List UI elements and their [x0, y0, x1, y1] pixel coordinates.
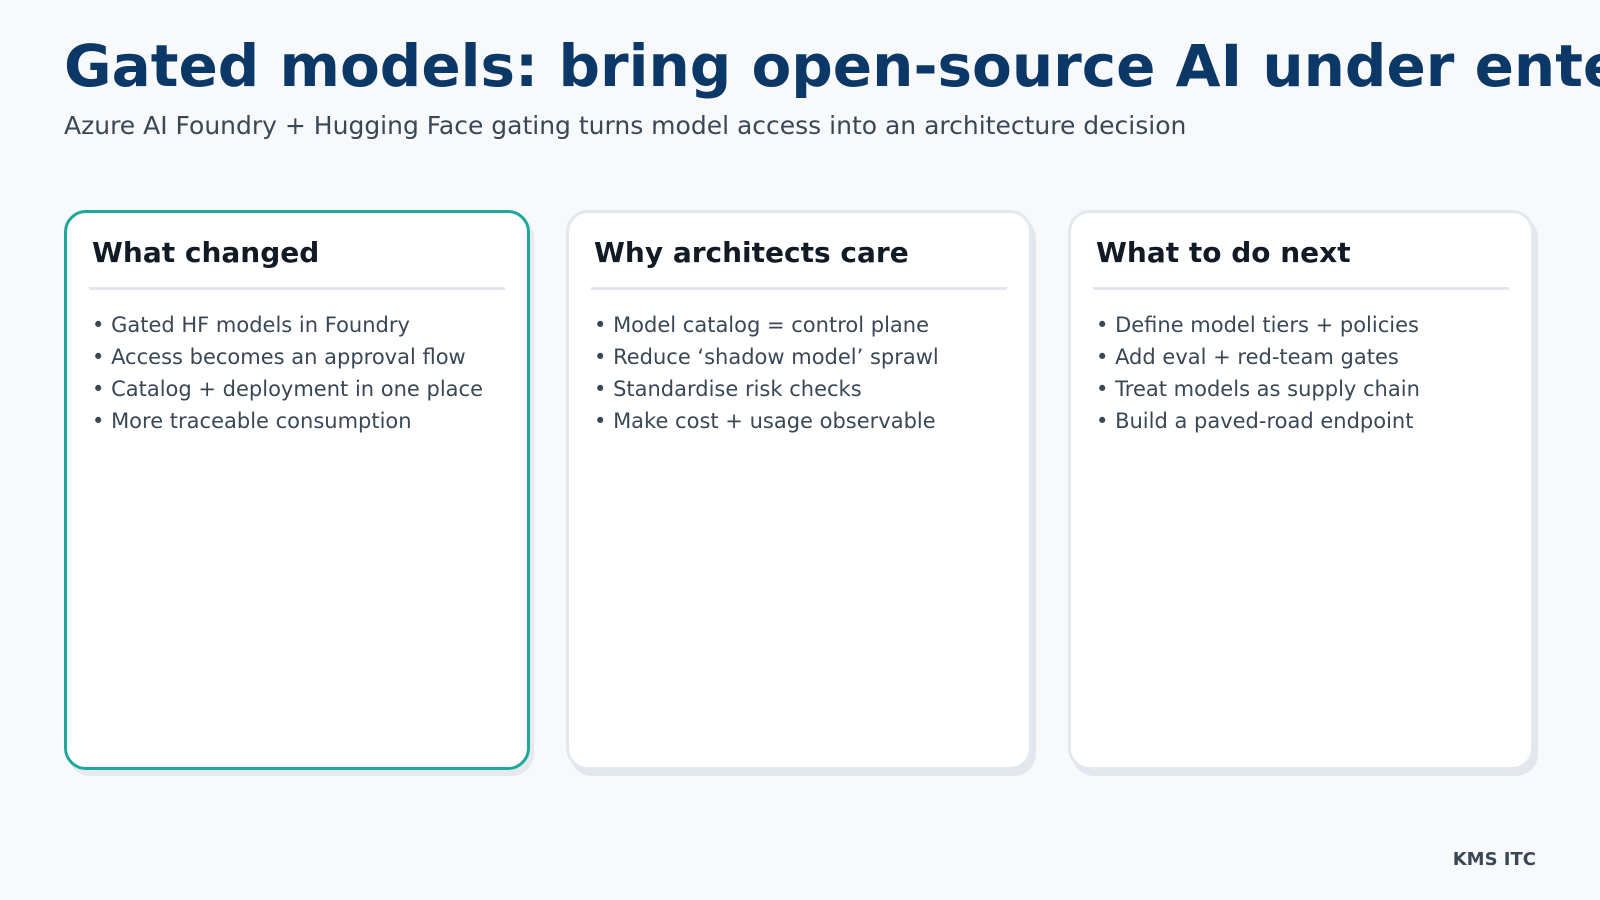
card-title: Why architects care — [594, 236, 909, 269]
list-item: Reduce ‘shadow model’ sprawl — [594, 341, 939, 373]
list-item: Build a paved-road endpoint — [1096, 405, 1420, 437]
card-bullet-list: Gated HF models in Foundry Access become… — [92, 309, 483, 437]
card-why-architects-care: Why architects care Model catalog = cont… — [566, 210, 1032, 770]
card-what-to-do-next: What to do next Define model tiers + pol… — [1068, 210, 1534, 770]
slide-title: Gated models: bring open-source AI under… — [64, 32, 1600, 100]
list-item: Catalog + deployment in one place — [92, 373, 483, 405]
list-item: Access becomes an approval flow — [92, 341, 483, 373]
card-divider — [591, 287, 1007, 290]
card-what-changed: What changed Gated HF models in Foundry … — [64, 210, 530, 770]
list-item: Standardise risk checks — [594, 373, 939, 405]
list-item: Gated HF models in Foundry — [92, 309, 483, 341]
card-divider — [89, 287, 505, 290]
card-title: What changed — [92, 236, 320, 269]
card-bullet-list: Define model tiers + policies Add eval +… — [1096, 309, 1420, 437]
slide-subtitle: Azure AI Foundry + Hugging Face gating t… — [64, 111, 1187, 140]
list-item: Add eval + red-team gates — [1096, 341, 1420, 373]
list-item: Treat models as supply chain — [1096, 373, 1420, 405]
list-item: Model catalog = control plane — [594, 309, 939, 341]
card-title: What to do next — [1096, 236, 1351, 269]
list-item: More traceable consumption — [92, 405, 483, 437]
brand-label: KMS ITC — [1452, 849, 1536, 870]
card-divider — [1093, 287, 1509, 290]
card-bullet-list: Model catalog = control plane Reduce ‘sh… — [594, 309, 939, 437]
list-item: Define model tiers + policies — [1096, 309, 1420, 341]
list-item: Make cost + usage observable — [594, 405, 939, 437]
